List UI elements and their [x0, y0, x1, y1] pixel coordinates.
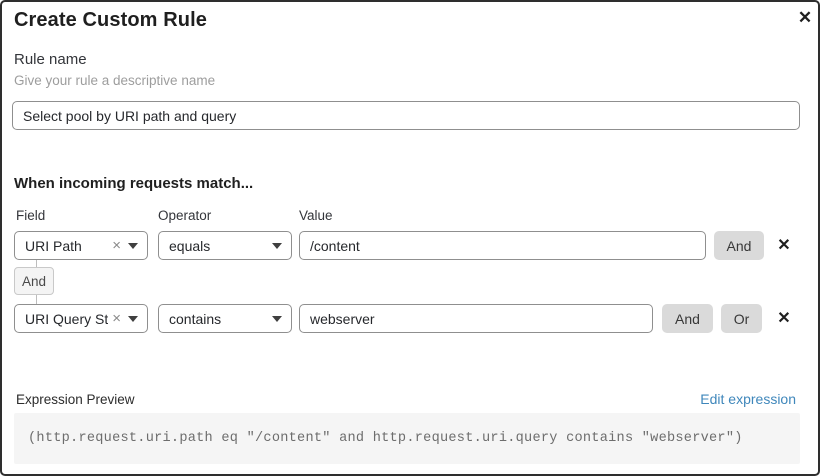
- and-button-row1[interactable]: And: [714, 231, 764, 260]
- edit-expression-link[interactable]: Edit expression: [700, 391, 796, 407]
- operator-select-row1-value: equals: [169, 237, 211, 254]
- dialog-title: Create Custom Rule: [14, 9, 207, 31]
- operator-select-row1[interactable]: equals: [158, 231, 292, 260]
- rule-name-label: Rule name: [14, 51, 87, 68]
- clear-field-icon[interactable]: ×: [112, 310, 121, 327]
- operator-select-row2-value: contains: [169, 310, 222, 327]
- field-select-row2[interactable]: URI Query St... ×: [14, 304, 148, 333]
- and-button-row2[interactable]: And: [662, 304, 713, 333]
- operator-select-row2[interactable]: contains: [158, 304, 292, 333]
- match-heading: When incoming requests match...: [14, 175, 254, 192]
- value-input-row1[interactable]: [299, 231, 706, 260]
- field-select-row2-value: URI Query St...: [25, 310, 109, 327]
- or-button-row2[interactable]: Or: [721, 304, 762, 333]
- field-select-row1-value: URI Path: [25, 237, 82, 254]
- field-column-label: Field: [16, 208, 46, 223]
- expression-preview-code: (http.request.uri.path eq "/content" and…: [14, 413, 800, 464]
- rule-name-helper: Give your rule a descriptive name: [14, 73, 216, 88]
- clear-field-icon[interactable]: ×: [112, 237, 121, 254]
- chevron-down-icon: [128, 242, 138, 249]
- expression-preview-label: Expression Preview: [16, 392, 135, 407]
- chevron-down-icon: [272, 242, 282, 249]
- rule-name-input[interactable]: [12, 101, 800, 130]
- delete-row1-icon[interactable]: ✕: [772, 231, 796, 260]
- and-connector-badge: And: [14, 267, 54, 295]
- value-column-label: Value: [299, 208, 333, 223]
- chevron-down-icon: [272, 315, 282, 322]
- delete-row2-icon[interactable]: ✕: [772, 304, 796, 333]
- chevron-down-icon: [128, 315, 138, 322]
- close-icon[interactable]: ✕: [793, 6, 817, 30]
- value-input-row2[interactable]: [299, 304, 653, 333]
- operator-column-label: Operator: [158, 208, 212, 223]
- field-select-row1[interactable]: URI Path ×: [14, 231, 148, 260]
